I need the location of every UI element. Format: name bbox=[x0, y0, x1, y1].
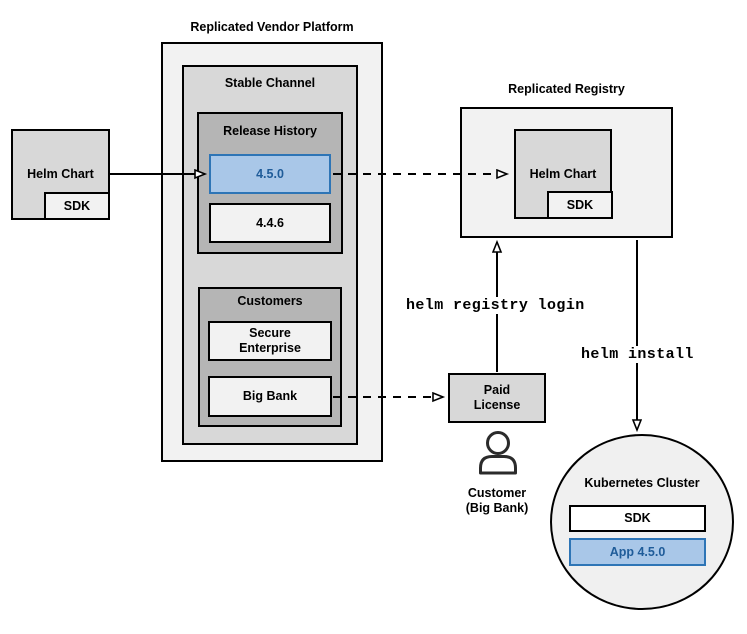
paid-license-box: Paid License bbox=[448, 373, 546, 423]
app-version-label: App 4.5.0 bbox=[609, 544, 666, 559]
kubernetes-cluster-title: Kubernetes Cluster bbox=[584, 476, 700, 490]
customer-caption-line2: (Big Bank) bbox=[465, 501, 529, 515]
sdk-label: SDK bbox=[63, 198, 91, 213]
registry-title: Replicated Registry bbox=[508, 82, 625, 96]
release-history-title: Release History bbox=[223, 124, 317, 138]
release-version-label: 4.5.0 bbox=[256, 166, 284, 181]
cluster-app-box: App 4.5.0 bbox=[569, 538, 706, 566]
paid-license-label: Paid License bbox=[473, 383, 521, 412]
release-box-4-5-0: 4.5.0 bbox=[209, 154, 331, 194]
helm-chart-label: Helm Chart bbox=[27, 167, 94, 181]
release-box-4-4-6: 4.4.6 bbox=[209, 203, 331, 243]
sdk-label: SDK bbox=[624, 511, 651, 525]
stable-channel-title: Stable Channel bbox=[224, 76, 316, 90]
helm-chart-label: Helm Chart bbox=[529, 166, 597, 181]
command-helm-registry-login: helm registry login bbox=[403, 297, 588, 314]
customer-name-label: Secure Enterprise bbox=[239, 326, 301, 355]
source-sdk-box: SDK bbox=[44, 192, 110, 220]
command-helm-install: helm install bbox=[578, 346, 697, 363]
customer-box-big-bank: Big Bank bbox=[208, 376, 332, 417]
registry-sdk-box: SDK bbox=[547, 191, 613, 219]
customers-title: Customers bbox=[237, 294, 303, 308]
customer-box-secure-enterprise: Secure Enterprise bbox=[208, 321, 332, 361]
platform-title: Replicated Vendor Platform bbox=[190, 20, 354, 34]
person-icon bbox=[479, 431, 517, 475]
cluster-sdk-box: SDK bbox=[569, 505, 706, 532]
customer-caption-line1: Customer bbox=[467, 486, 527, 500]
customer-caption: Customer (Big Bank) bbox=[447, 486, 547, 516]
customer-name-label: Big Bank bbox=[242, 389, 298, 403]
sdk-label: SDK bbox=[566, 197, 594, 212]
release-version-label: 4.4.6 bbox=[256, 215, 284, 230]
